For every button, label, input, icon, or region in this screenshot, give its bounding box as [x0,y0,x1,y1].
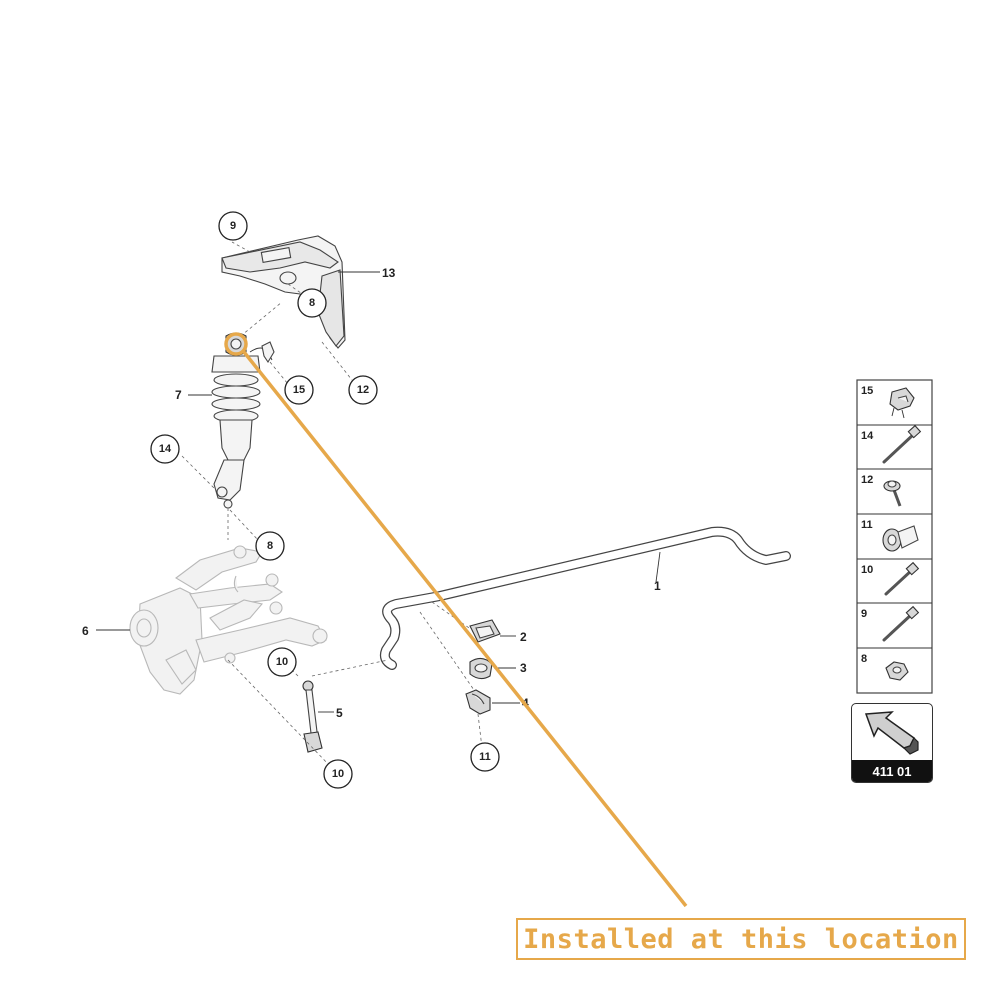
bushing-icon [882,525,919,552]
svg-text:6: 6 [82,624,89,638]
reference-box: 411 01 [851,703,933,783]
bolt-icon [884,561,920,596]
callout-11: 11 [470,742,500,772]
clip-icon [889,387,915,419]
label-2: 2 [520,630,527,644]
hardware-table: 15 14 12 11 10 9 8 [856,379,933,694]
stabiliser-bar [379,526,791,670]
hw-num-10: 10 [861,564,873,576]
long-bolt-icon [882,424,922,464]
callout-10-upper: 10 [267,647,297,677]
svg-text:14: 14 [159,443,172,455]
svg-text:12: 12 [357,384,369,396]
label-5: 5 [336,706,343,720]
callout-14: 14 [150,434,180,464]
svg-text:10: 10 [332,768,344,780]
assembly-lines [181,241,483,767]
label-3: 3 [520,661,527,675]
label-7: 7 [175,388,182,402]
hw-num-8: 8 [861,653,867,665]
svg-text:5: 5 [336,706,343,720]
callout-9: 9 [218,211,248,241]
install-location-label: Installed at this location [516,918,966,960]
leader-lines [96,271,661,713]
hw-num-15: 15 [861,385,873,397]
reference-code: 411 01 [852,760,932,782]
svg-text:3: 3 [520,661,527,675]
shock-absorber [211,301,283,509]
front-direction-arrow-icon [864,711,919,755]
hw-num-11: 11 [861,519,873,531]
svg-text:8: 8 [267,540,273,552]
callout-15: 15 [284,375,314,405]
hw-num-9: 9 [861,608,867,620]
hex-nut-icon [885,661,909,681]
label-1: 1 [654,579,661,593]
label-13: 13 [382,266,396,280]
bar-mounting-parts [465,619,501,715]
bolt-icon [882,605,920,642]
install-location-highlight [224,332,688,908]
svg-text:8: 8 [309,297,315,309]
svg-text:2: 2 [520,630,527,644]
label-6: 6 [82,624,89,638]
svg-text:9: 9 [230,220,236,232]
callout-8-upper: 8 [297,288,327,318]
hw-num-14: 14 [861,430,874,442]
upper-mount-bracket [221,235,346,349]
svg-text:13: 13 [382,266,396,280]
svg-text:15: 15 [293,384,305,396]
hw-num-12: 12 [861,474,873,486]
svg-text:11: 11 [479,751,491,763]
flange-screw-icon [883,480,902,507]
svg-text:7: 7 [175,388,182,402]
drop-link [302,680,323,753]
callout-12: 12 [348,375,378,405]
callout-8-lower: 8 [255,531,285,561]
wheel-carrier-assembly [129,545,328,695]
svg-text:1: 1 [654,579,661,593]
callout-10-lower: 10 [323,759,353,789]
svg-text:10: 10 [276,656,288,668]
